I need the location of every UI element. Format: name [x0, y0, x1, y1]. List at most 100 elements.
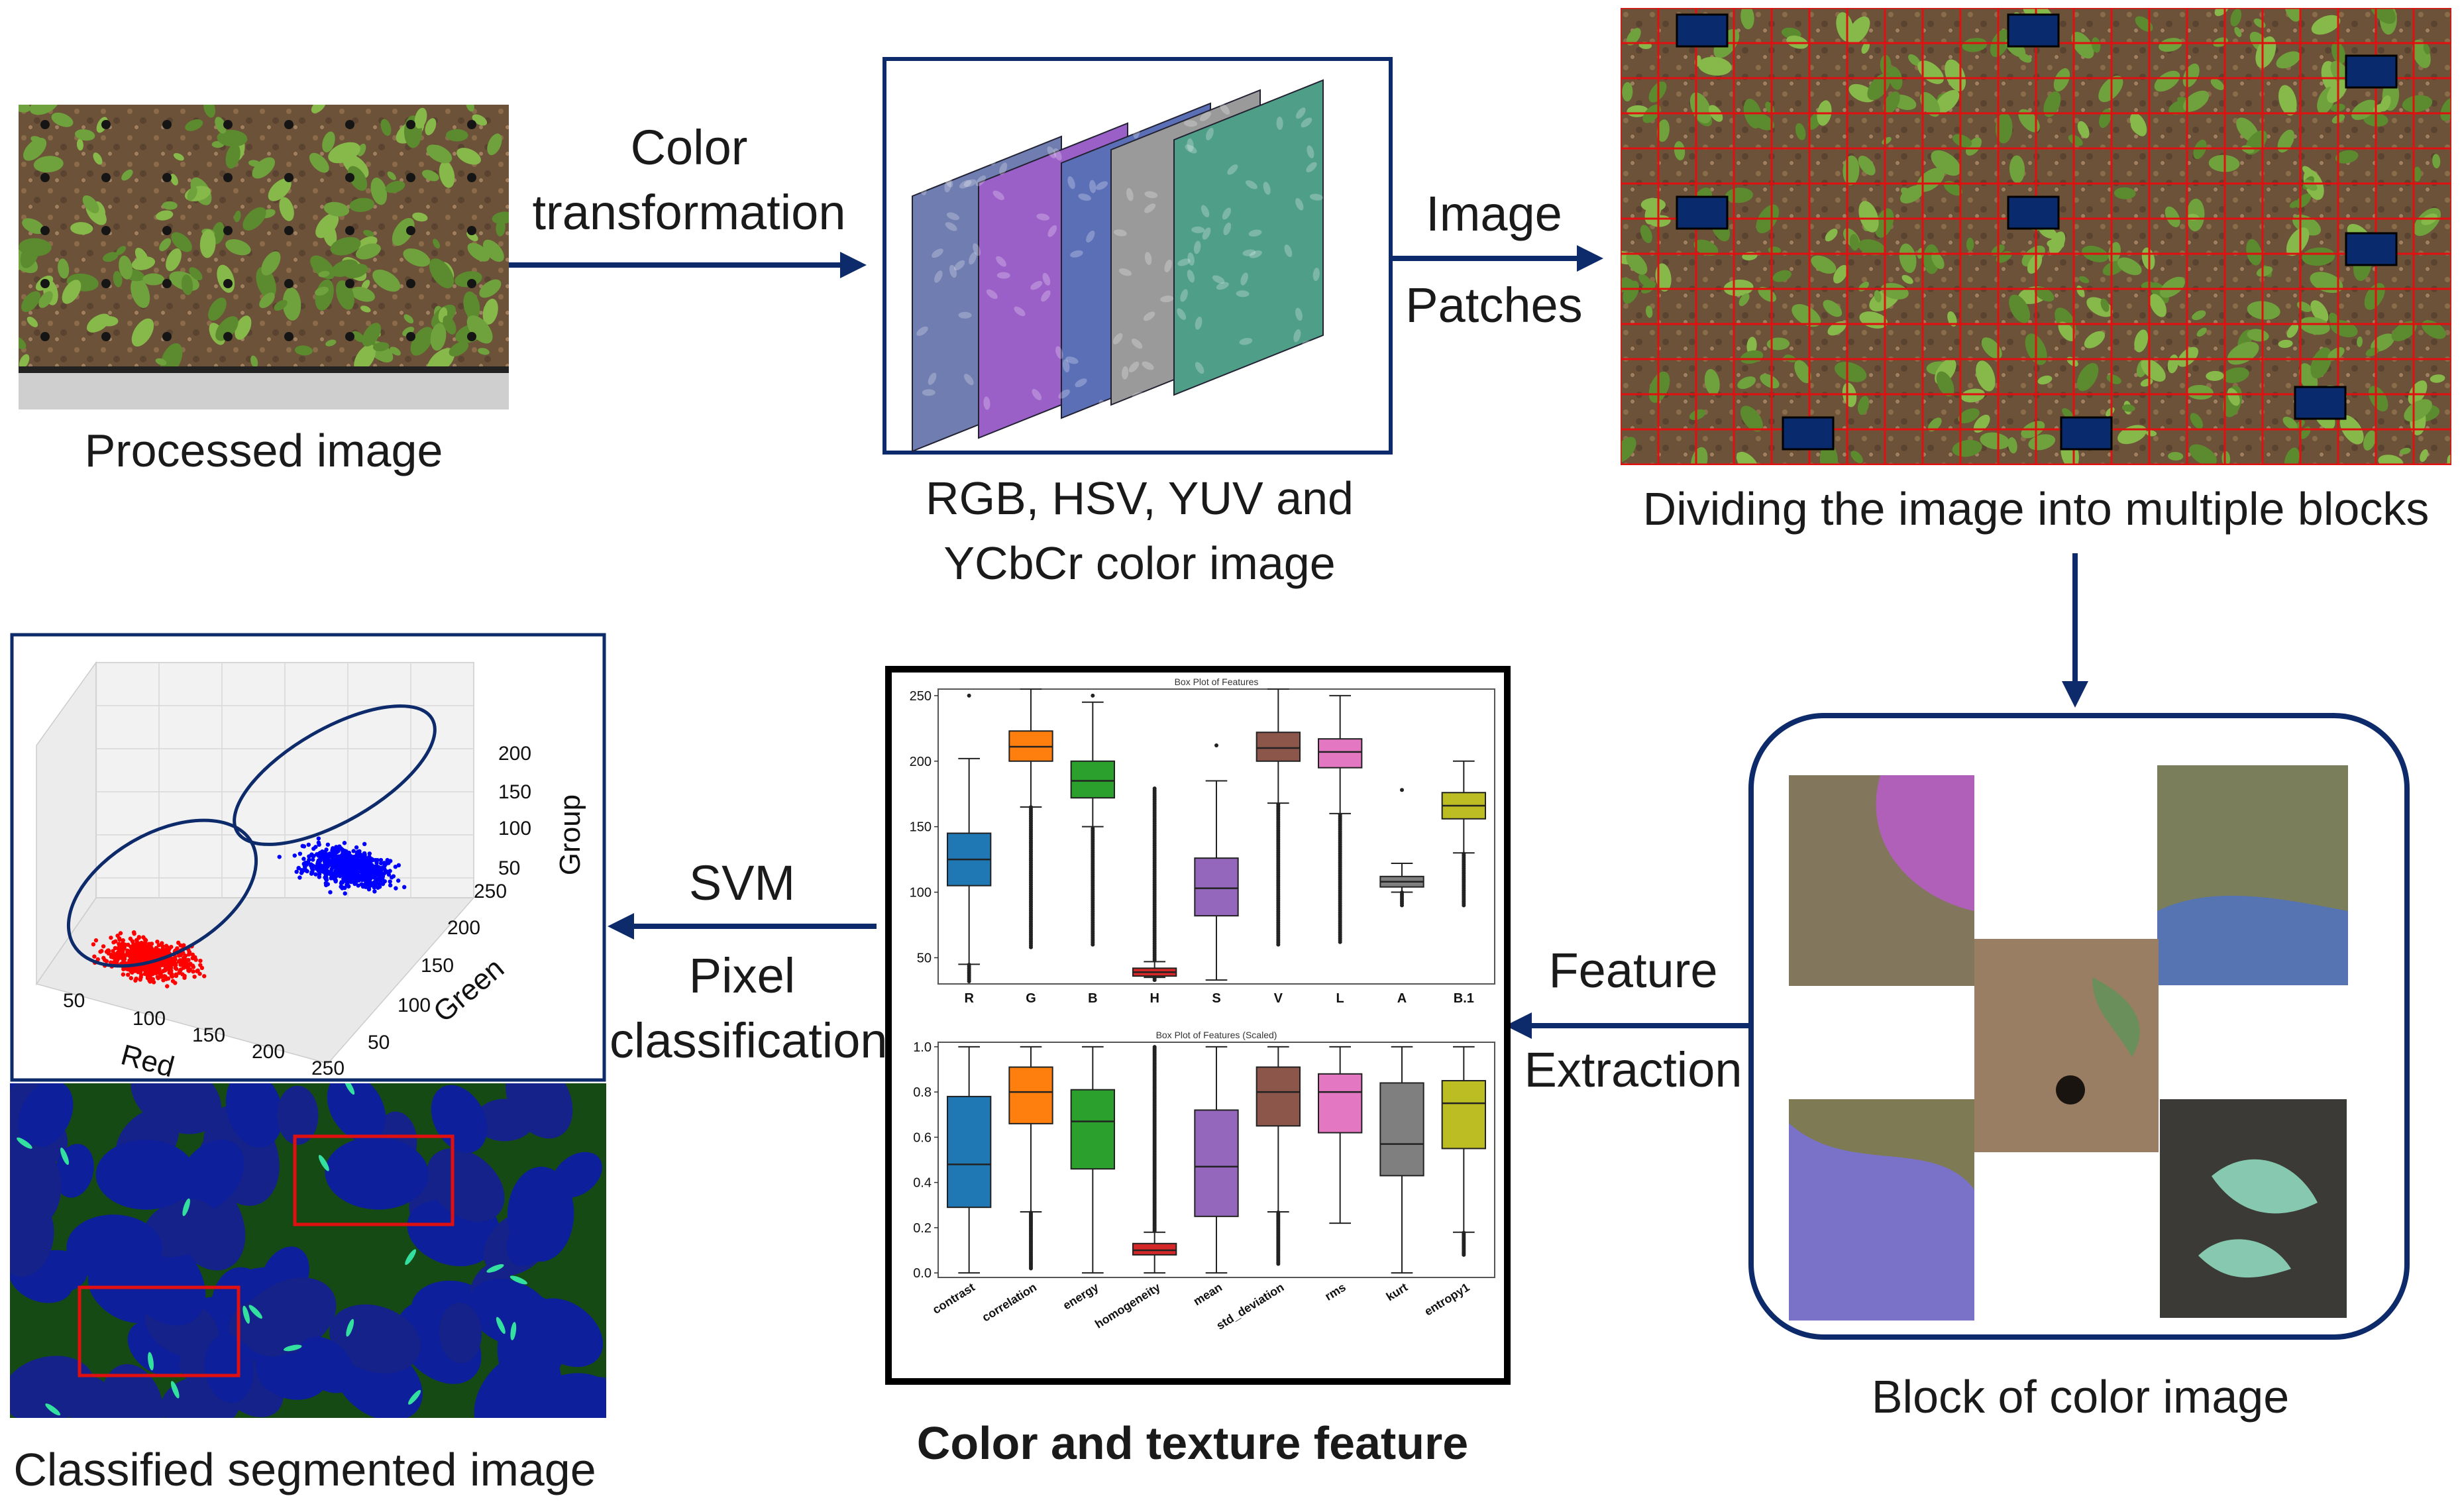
- tray-hole: [223, 332, 233, 341]
- leaf: [2078, 276, 2090, 284]
- scatter-point: [362, 870, 367, 875]
- tray-hole: [101, 332, 111, 341]
- leaf: [27, 316, 38, 327]
- leaf: [131, 256, 156, 270]
- leaf: [2084, 331, 2106, 349]
- x-tick-label: 50: [63, 990, 85, 1012]
- tray-hole: [40, 173, 50, 182]
- scatter-point: [186, 957, 191, 963]
- leaf: [1746, 337, 1757, 355]
- leaf: [318, 270, 330, 278]
- leaf: [1880, 282, 1909, 299]
- leaf: [1899, 243, 1917, 274]
- scatter-point: [138, 956, 144, 961]
- leaf: [1962, 38, 1988, 52]
- svm-label-3: classification: [610, 1013, 888, 1068]
- scatter-point: [342, 841, 347, 845]
- leaf-spot: [1295, 197, 1304, 211]
- leaf-spot: [969, 252, 977, 265]
- leaf: [429, 258, 455, 289]
- plot-frame: [937, 688, 1495, 985]
- scatter-point: [146, 945, 150, 949]
- tray-hole: [467, 173, 476, 182]
- leaf: [268, 178, 292, 201]
- stem-segment: [405, 1249, 417, 1266]
- outlier: [1152, 976, 1157, 981]
- leaf-spot: [1053, 148, 1062, 161]
- y-tick-label: 250: [474, 881, 507, 902]
- scatter-point: [190, 955, 195, 961]
- scatter-point: [142, 971, 147, 977]
- leaf: [2168, 452, 2184, 460]
- leaf: [1689, 409, 1706, 421]
- leaf-segment: [439, 1303, 482, 1364]
- leaf-spot: [1227, 164, 1238, 175]
- scatter-point: [173, 962, 178, 967]
- stem-segment: [509, 1275, 527, 1285]
- scatter-point: [198, 958, 203, 963]
- leaf-spot: [964, 374, 974, 386]
- scatter-point: [310, 867, 315, 873]
- leaf: [1980, 432, 2010, 450]
- leaf-spot: [999, 162, 1008, 176]
- leaf: [1935, 89, 1960, 114]
- leaf: [2009, 155, 2025, 184]
- scatter-point: [173, 957, 178, 962]
- leaf-spot: [1062, 359, 1070, 373]
- tray-hole: [101, 226, 111, 235]
- leaf: [2159, 276, 2185, 298]
- leaf: [2206, 370, 2224, 381]
- leaf-spot: [1291, 377, 1303, 386]
- scatter-point: [353, 858, 358, 863]
- leaf: [2303, 180, 2318, 191]
- y-tick-label: 0.0: [913, 1266, 932, 1281]
- leaf-spot: [1231, 404, 1244, 412]
- leaf-spot: [996, 256, 1006, 267]
- scatter-point: [370, 858, 375, 863]
- box-correlation: [1008, 1066, 1053, 1124]
- scatter-point: [195, 969, 199, 973]
- leaf: [1858, 201, 1879, 233]
- leaf: [70, 222, 93, 235]
- scatter-point: [142, 965, 148, 970]
- scatter-point: [150, 969, 154, 975]
- leaf: [1981, 337, 2002, 359]
- leaf: [235, 315, 252, 340]
- leaf: [2106, 374, 2121, 384]
- leaf-segment: [101, 1364, 164, 1418]
- leaf-spot: [1306, 162, 1317, 173]
- scatter-point: [356, 883, 360, 888]
- tray-hole: [40, 226, 50, 235]
- scatter-point: [186, 952, 191, 957]
- y-tick-label: 1.0: [913, 1040, 932, 1055]
- y-tick-label: 0.8: [913, 1085, 932, 1100]
- box-std_deviation: [1256, 1066, 1301, 1127]
- leaf: [170, 174, 178, 186]
- leaf-spot: [1122, 366, 1129, 380]
- stem-segment: [248, 1305, 262, 1319]
- scatter-point: [316, 858, 321, 863]
- scatter-point: [141, 935, 146, 940]
- leaf: [482, 298, 498, 325]
- scatter-point: [109, 952, 113, 957]
- scatter-point: [159, 973, 164, 979]
- leaf-spot: [1098, 95, 1112, 103]
- leaf: [21, 291, 41, 313]
- leaf-segment: [225, 1083, 283, 1148]
- scatter-point: [376, 885, 380, 890]
- x-tick-label: R: [964, 991, 974, 1006]
- leaf-segment: [204, 1334, 254, 1403]
- scatter-point: [324, 877, 329, 882]
- leaf: [1965, 137, 1982, 156]
- leaf-spot: [1245, 180, 1257, 189]
- leaf: [2432, 154, 2441, 169]
- side-pane: [36, 661, 97, 986]
- leaf: [2402, 95, 2433, 113]
- leaf: [2311, 15, 2341, 35]
- scatter-point: [301, 857, 306, 861]
- scatter-point: [326, 861, 331, 867]
- stem-segment: [408, 1389, 421, 1405]
- leaf-spot: [1144, 252, 1152, 265]
- leaf: [2413, 166, 2422, 182]
